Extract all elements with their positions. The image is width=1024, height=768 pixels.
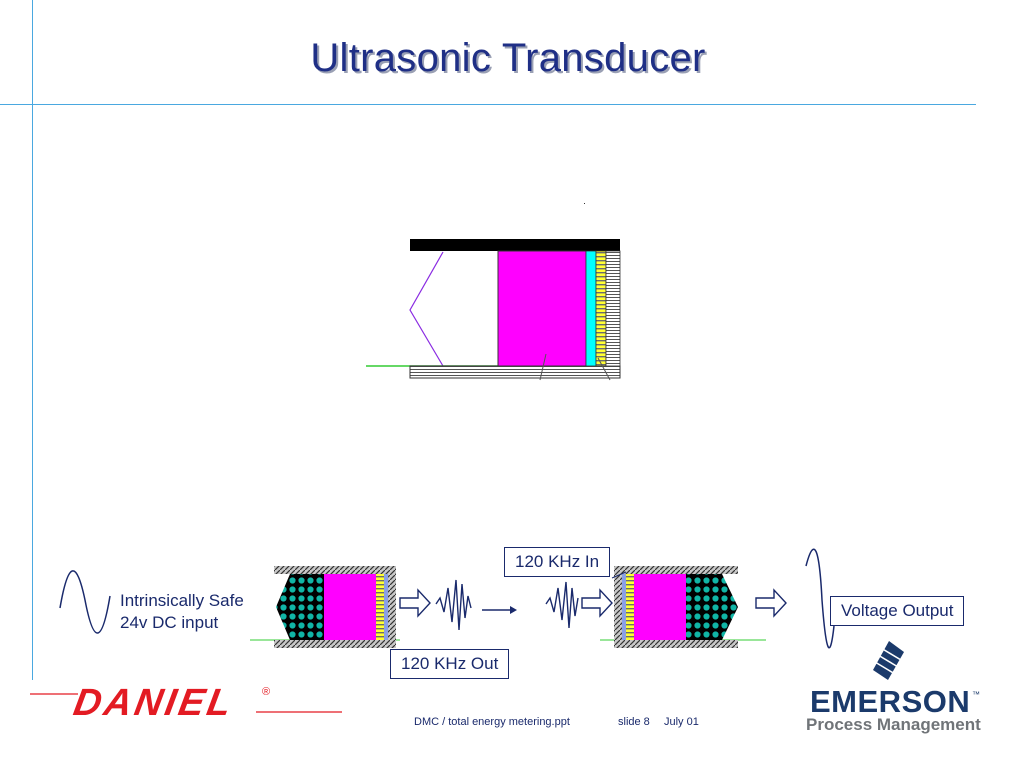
emerson-logo-text: EMERSON <box>810 684 971 719</box>
emerson-emblem-icon <box>873 641 904 680</box>
output-sine-icon <box>805 548 835 649</box>
emerson-tm-mark: ™ <box>972 690 980 699</box>
input-label-line-2: 24v DC input <box>120 613 219 632</box>
transducer-diagram <box>366 203 621 381</box>
block-arrow-icon <box>399 588 431 618</box>
matching-layer-cyan <box>585 250 597 367</box>
daniel-logo-text: DANIEL <box>70 682 238 724</box>
footer-date: July 01 <box>664 716 699 728</box>
emerson-subtitle: Process Management <box>806 715 981 734</box>
receive-transducer <box>600 566 766 648</box>
footer-slide-number: slide 8 <box>618 716 650 728</box>
left-margin-line <box>32 0 33 680</box>
input-label: Intrinsically Safe 24v DC input <box>120 590 244 634</box>
input-sine-icon <box>59 570 111 634</box>
daniel-registered-mark: ® <box>262 686 271 698</box>
block-arrow-icon <box>581 588 613 618</box>
input-label-line-1: Intrinsically Safe <box>120 591 244 610</box>
stray-dot <box>584 203 585 204</box>
piezo-element <box>497 250 587 367</box>
footer-filename: DMC / total energy metering.ppt <box>414 716 570 728</box>
transducer-top-plate <box>410 239 620 251</box>
freq-in-label: 120 KHz In <box>504 547 611 577</box>
burst-wave-icon <box>435 579 472 631</box>
backing-material-right <box>686 574 738 640</box>
voltage-output-label: Voltage Output <box>830 596 965 626</box>
pointer-line-2 <box>597 357 611 381</box>
pointer-line-1 <box>539 353 547 381</box>
piezo-element-left <box>324 574 376 640</box>
freq-out-label: 120 KHz Out <box>390 649 510 679</box>
daniel-logo <box>30 693 342 713</box>
matching-layer-yellow <box>595 250 607 367</box>
transducer-window <box>605 250 621 367</box>
piezo-element-right <box>634 574 686 640</box>
burst-wave-icon <box>545 581 579 629</box>
transducer-base <box>409 365 621 379</box>
lead-wire <box>409 251 444 367</box>
slide-title: Ultrasonic Transducer <box>310 36 706 80</box>
backing-material <box>276 574 324 640</box>
block-arrow-icon <box>755 588 787 618</box>
transmit-transducer <box>250 566 400 648</box>
title-underline <box>0 104 976 105</box>
